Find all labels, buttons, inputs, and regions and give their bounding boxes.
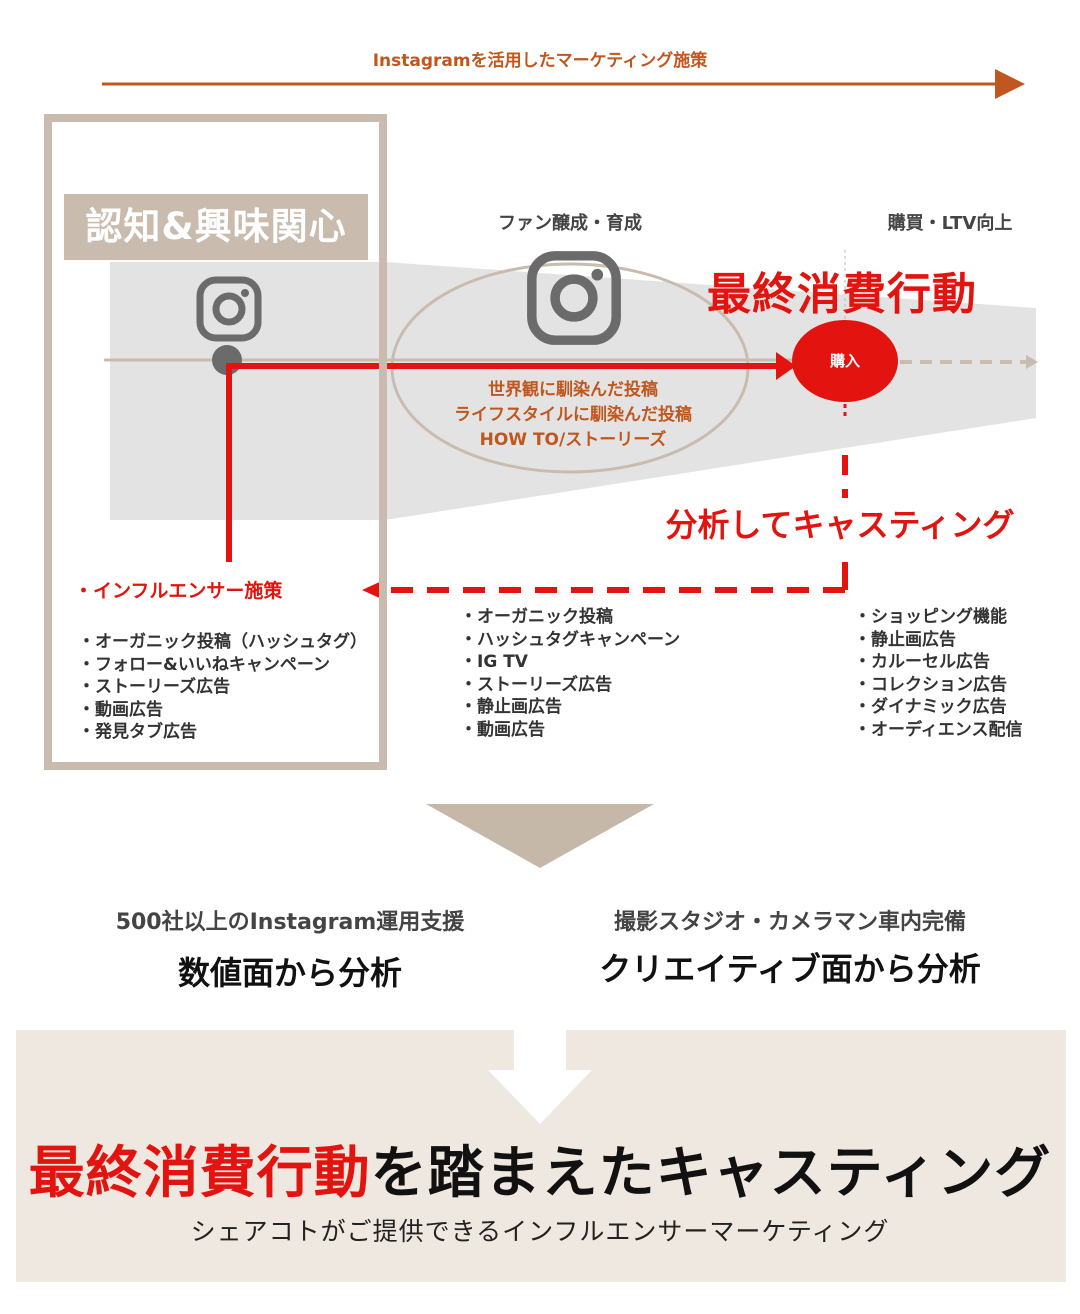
fan-posts: 世界観に馴染んだ投稿 ライフスタイルに馴染んだ投稿 HOW TO/ストーリーズ (400, 378, 746, 453)
stage-purchase-label: 購買・LTV向上 (887, 213, 1013, 234)
feedback-arrowhead (362, 580, 384, 600)
fan-list: ・オーガニック投稿 ・ハッシュタグキャンペーン ・IG TV ・ストーリーズ広告… (460, 606, 760, 741)
instagram-icon (527, 251, 621, 345)
list-item: ・ストーリーズ広告 (78, 677, 231, 697)
support-title-1: 数値面から分析 (177, 954, 402, 992)
list-item: ・ハッシュタグキャンペーン (460, 629, 681, 650)
support-title-2: クリエイティブ面から分析 (599, 950, 981, 988)
list-item: ・オーディエンス配信 (854, 719, 1023, 740)
list-item: ・ショッピング機能 (854, 607, 1007, 627)
list-item: ・静止画広告 (854, 629, 956, 650)
list-item: ・IG TV (460, 652, 528, 672)
fan-post-item: 世界観に馴染んだ投稿 (488, 380, 658, 400)
list-item: ・動画広告 (460, 719, 545, 740)
instagram-icon (196, 276, 262, 342)
stage-awareness-label: 認知&興味関心 (64, 194, 368, 260)
header-title: Instagramを活用したマーケティング施策 (372, 51, 708, 71)
list-item: ・ダイナミック広告 (854, 697, 1007, 717)
headline-highlight: 最終消費行動 (28, 1141, 371, 1206)
purchase-list: ・ショッピング機能 ・静止画広告 ・カルーセル広告 ・コレクション広告 ・ダイナ… (854, 606, 1074, 741)
purchase-node: 購入 (792, 320, 898, 402)
headline-rest: を踏まえたキャスティング (370, 1141, 1052, 1206)
fan-post-item: HOW TO/ストーリーズ (479, 430, 667, 450)
awareness-list: ・オーガニック投稿（ハッシュタグ） ・フォロー&いいねキャンペーン ・ストーリー… (78, 631, 378, 744)
list-item: ・動画広告 (78, 699, 163, 720)
fan-post-item: ライフスタイルに馴染んだ投稿 (454, 405, 692, 425)
list-item: ・オーガニック投稿（ハッシュタグ） (78, 632, 367, 652)
list-item: ・フォロー&いいねキャンペーン (78, 654, 330, 675)
conclusion-subcaption: シェアコトがご提供できるインフルエンサーマーケティング (190, 1217, 890, 1246)
final-action-title: 最終消費行動 (707, 269, 977, 320)
conclusion-headline: 最終消費行動を踏まえたキャスティング (0, 1128, 1080, 1209)
stage-fan-label: ファン醸成・育成 (498, 213, 642, 234)
list-item: ・静止画広告 (460, 697, 562, 717)
list-item: ・カルーセル広告 (854, 652, 990, 672)
red-flow-arrowhead (776, 352, 796, 380)
list-item: ・発見タブ広告 (78, 722, 197, 742)
arrow-down-icon (488, 1030, 592, 1124)
support-caption-1: 500社以上のInstagram運用支援 (115, 910, 465, 935)
casting-label: 分析してキャスティング (665, 506, 1015, 544)
list-item: ・コレクション広告 (854, 674, 1007, 695)
awareness-stage-box (44, 114, 387, 770)
down-chevron-icon (426, 804, 654, 868)
influencer-label: ・インフルエンサー施策 (74, 580, 283, 602)
red-flow-arrow (226, 363, 786, 562)
list-item: ・ストーリーズ広告 (460, 674, 613, 695)
funnel-band-left (110, 262, 385, 520)
support-caption-2: 撮影スタジオ・カメラマン車内完備 (613, 910, 966, 935)
list-item: ・オーガニック投稿 (460, 607, 613, 627)
